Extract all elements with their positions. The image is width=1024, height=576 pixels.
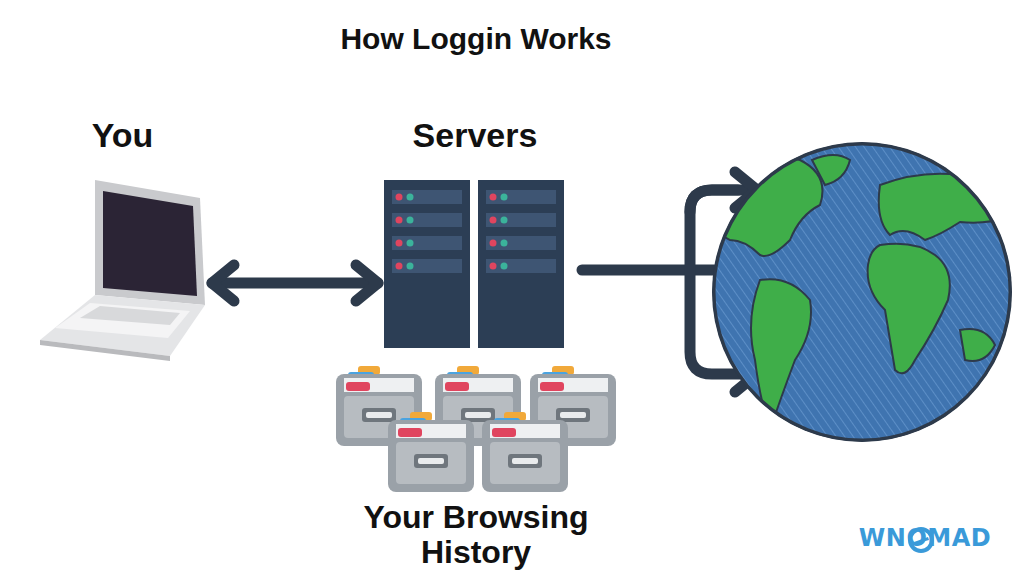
double-arrow [212,265,378,301]
icon-group: You [35,116,210,366]
icon-caption: Your Browsing History [336,500,616,570]
icon-heading: Servers [380,116,570,155]
icon-group: Servers [380,116,570,352]
icon-heading: You [35,116,210,155]
watermark: WNOMAD [840,525,1010,551]
title: How Loggin Works [276,22,676,56]
